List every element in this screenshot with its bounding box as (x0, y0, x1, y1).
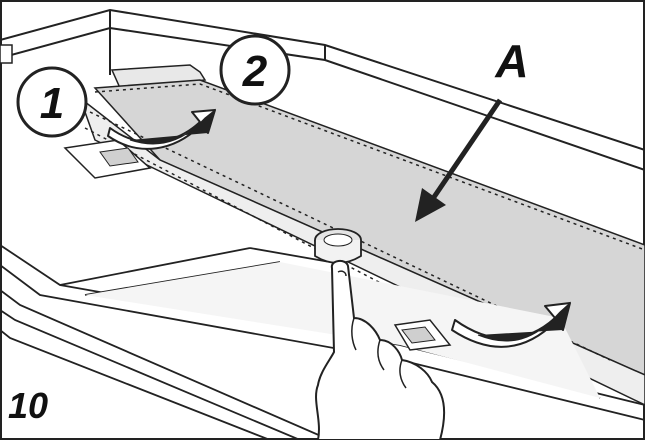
side-slot (0, 44, 13, 64)
top-bracket (110, 64, 207, 89)
rotate-arrow-right (451, 301, 571, 348)
callout-step-1-label: 1 (40, 79, 64, 128)
left-bracket-tab (99, 147, 139, 167)
pointer-label-a: A (494, 35, 528, 87)
rotate-arrow-left (107, 108, 216, 150)
callout-step-2-label: 2 (242, 47, 268, 96)
right-bracket-tab (401, 326, 436, 344)
callout-step-1: 1 (16, 66, 88, 138)
hood-housing (0, 8, 645, 171)
hand-pressing (315, 260, 446, 440)
push-button (314, 228, 362, 264)
hand-details (337, 270, 407, 389)
callout-step-2: 2 (219, 34, 291, 106)
figure-number: 10 (8, 385, 48, 426)
pointer-arrow (415, 98, 503, 222)
